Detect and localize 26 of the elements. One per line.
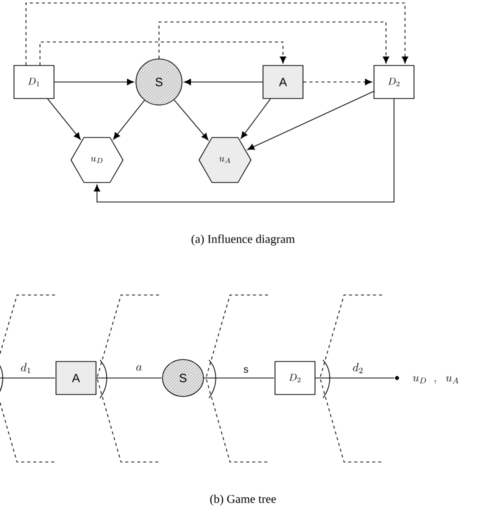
arrow (303, 78, 372, 86)
arrow (113, 100, 145, 140)
arrow (40, 42, 286, 66)
utility-hexagon: $u_D$ (70, 137, 124, 183)
decision-box: $D_1$ (14, 65, 54, 99)
arrow (54, 78, 134, 86)
arrow (26, 2, 408, 66)
edge-label: $a$ (136, 365, 142, 371)
arrow (247, 91, 374, 150)
outcome-label: $u_D\;\;,\;\;u_A$ (412, 376, 458, 384)
arrow (47, 98, 81, 140)
arrow (158, 22, 390, 64)
edge-label: $d_1$ (21, 362, 30, 374)
decision-box: $D_2$ (274, 361, 316, 395)
decision-box: A (56, 361, 96, 395)
edge-label: $d_2$ (353, 362, 362, 374)
arrow (174, 99, 208, 140)
edge-label: s (244, 367, 248, 373)
arrow (184, 78, 263, 86)
arrow (94, 98, 394, 202)
decision-box: $D_2$ (374, 65, 414, 99)
decision-box: A (262, 65, 304, 99)
arrow (240, 98, 271, 139)
caption: (a) Influence diagram (192, 234, 295, 246)
caption: (b) Game tree (210, 494, 276, 506)
utility-hexagon: $u_A$ (198, 137, 252, 183)
